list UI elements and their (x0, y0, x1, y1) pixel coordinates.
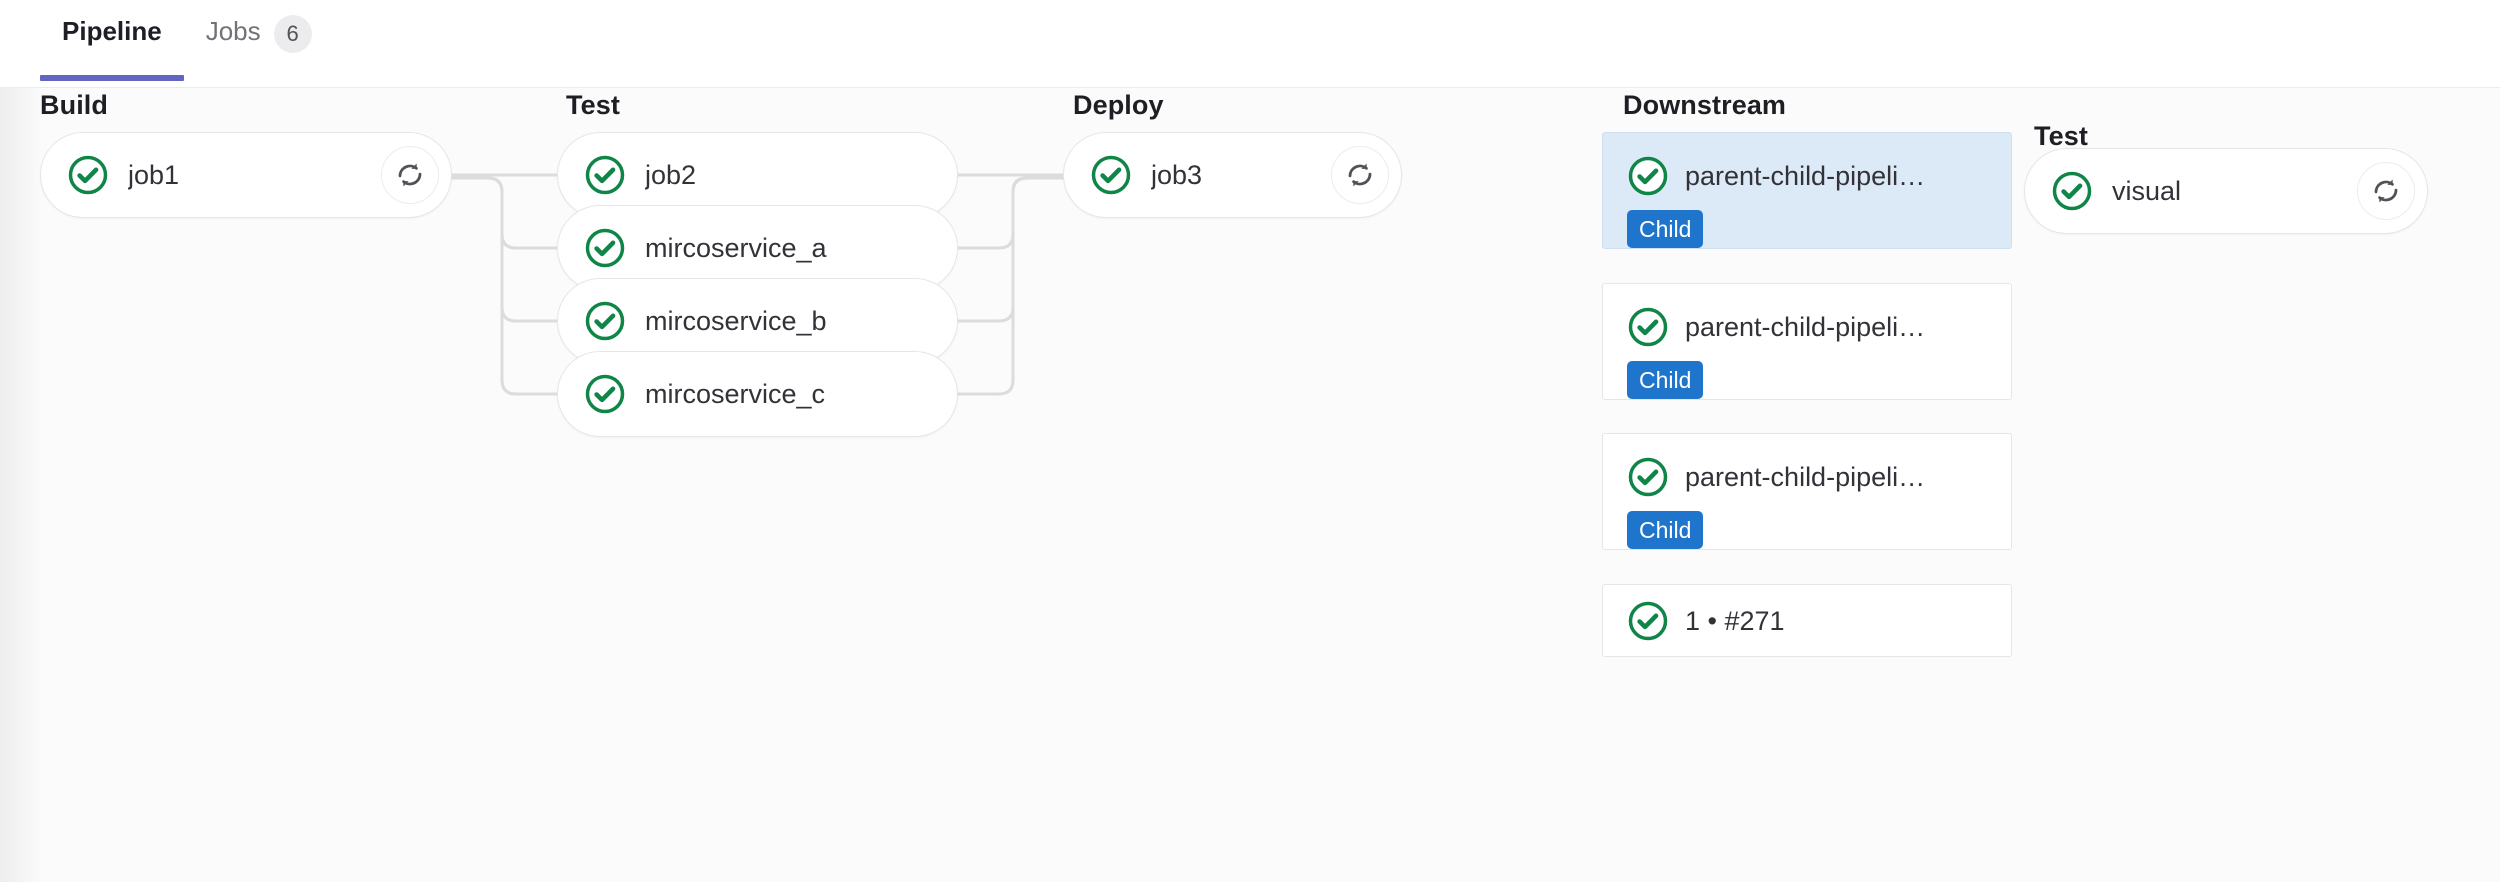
retry-icon[interactable] (1331, 146, 1389, 204)
status-success-icon (1627, 456, 1669, 498)
job-label-job1: job1 (128, 160, 180, 190)
status-success-icon (584, 373, 626, 415)
tab-list: Pipeline Jobs 6 (40, 0, 334, 88)
job-node-job3[interactable]: job3 (1063, 132, 1402, 218)
stage-title-downstream: Downstream (1623, 90, 1787, 120)
downstream-pipeline-row: 1 • #271 (1627, 600, 1785, 642)
retry-icon[interactable] (381, 146, 439, 204)
pipeline-graph-canvas: Build job1 Test job2 (0, 88, 2500, 882)
tab-jobs[interactable]: Jobs 6 (184, 0, 334, 88)
tab-jobs-label: Jobs (205, 16, 261, 46)
pipeline-tabbar: Pipeline Jobs 6 (0, 0, 2500, 88)
job-label-job3: job3 (1151, 160, 1203, 190)
job-node-job1[interactable]: job1 (40, 132, 452, 218)
stage-title-deploy: Deploy (1073, 90, 1164, 120)
stage-title-test: Test (566, 90, 620, 120)
downstream-child-badge: Child (1627, 511, 1704, 549)
job-label-mircoservice-a: mircoservice_a (645, 233, 827, 263)
job-label-mircoservice-c: mircoservice_c (645, 379, 826, 409)
downstream-child-badge: Child (1627, 361, 1704, 399)
job-label-mircoservice-b: mircoservice_b (645, 306, 827, 336)
canvas-left-edge-shadow (0, 88, 42, 882)
status-success-icon (1627, 155, 1669, 197)
downstream-pipeline-row: parent-child-pipeli… (1627, 456, 1991, 498)
status-success-icon (2051, 170, 2093, 212)
status-success-icon (1627, 600, 1669, 642)
downstream-pipeline-row: parent-child-pipeli… (1627, 306, 1991, 348)
job-node-visual[interactable]: visual (2024, 148, 2428, 234)
downstream-pipeline-label: parent-child-pipeli… (1685, 161, 1926, 191)
job-node-mircoservice_c[interactable]: mircoservice_c (557, 351, 958, 437)
downstream-child-badge: Child (1627, 210, 1704, 248)
downstream-pipeline-label: 1 • #271 (1685, 605, 1785, 636)
job-node-mircoservice_b[interactable]: mircoservice_b (557, 278, 958, 364)
downstream-pipeline-card-4[interactable]: 1 • #271 (1602, 584, 2012, 657)
tab-jobs-count-badge: 6 (273, 15, 312, 53)
status-success-icon (584, 227, 626, 269)
downstream-pipeline-card-3[interactable]: parent-child-pipeli… Child (1602, 433, 2012, 550)
status-success-icon (584, 300, 626, 342)
tab-pipeline[interactable]: Pipeline (40, 0, 184, 88)
stage-title-build: Build (40, 90, 108, 120)
status-success-icon (1627, 306, 1669, 348)
status-success-icon (67, 154, 109, 196)
downstream-pipeline-card-2[interactable]: parent-child-pipeli… Child (1602, 283, 2012, 400)
stage-title-downstream-test: Test (2034, 121, 2088, 151)
downstream-pipeline-card-1[interactable]: parent-child-pipeli… Child (1602, 132, 2012, 249)
tab-pipeline-label: Pipeline (62, 16, 162, 46)
status-success-icon (584, 154, 626, 196)
downstream-pipeline-row: parent-child-pipeli… (1627, 155, 1991, 197)
retry-icon[interactable] (2357, 162, 2415, 220)
job-node-job2[interactable]: job2 (557, 132, 958, 218)
downstream-pipeline-label: parent-child-pipeli… (1685, 312, 1926, 342)
job-node-mircoservice_a[interactable]: mircoservice_a (557, 205, 958, 291)
job-label-job2: job2 (645, 160, 697, 190)
downstream-pipeline-label: parent-child-pipeli… (1685, 462, 1926, 492)
status-success-icon (1090, 154, 1132, 196)
job-label-visual: visual (2112, 176, 2182, 206)
